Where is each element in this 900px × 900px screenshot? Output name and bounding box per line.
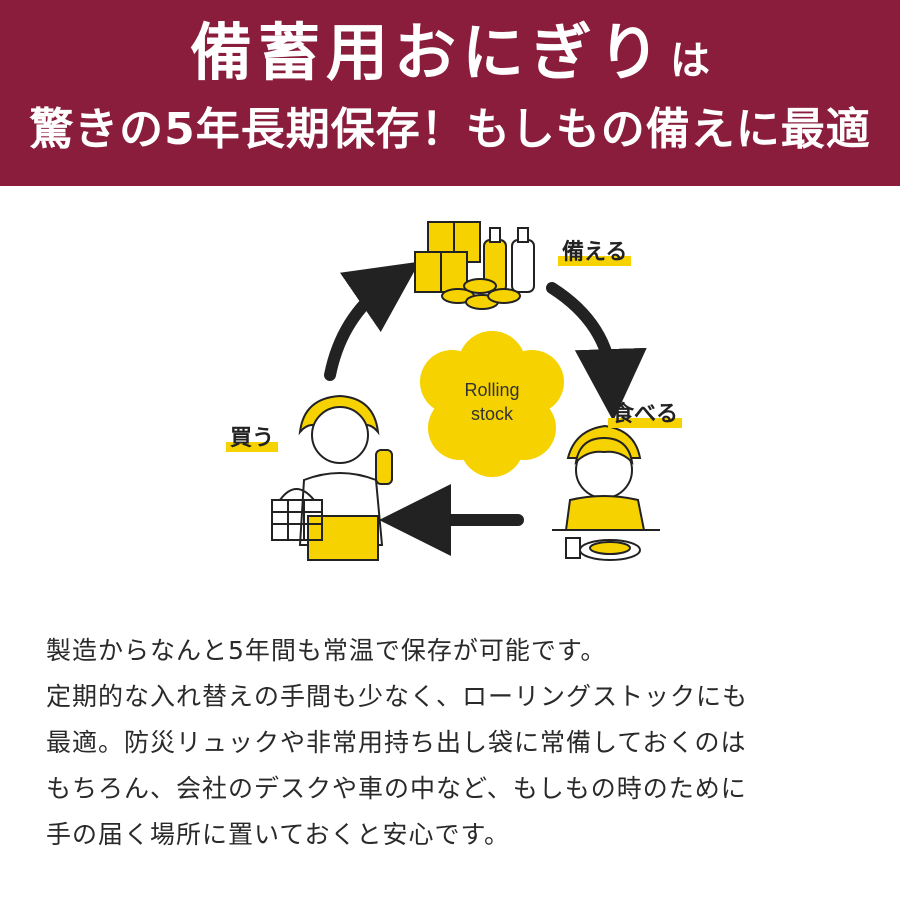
description-line: 最適。防災リュックや非常用持ち出し袋に常備しておくのは	[46, 728, 747, 757]
rolling-stock-line2: stock	[470, 404, 513, 424]
girl-eating-icon	[552, 424, 660, 561]
description-line: 手の届く場所に置いておくと安心です。	[46, 820, 511, 849]
banner-title: 備蓄用おにぎりは	[0, 22, 900, 84]
arrow-buy-to-prepare	[324, 261, 420, 381]
rolling-stock-diagram: Rolling stock 備える 食べる 買う	[200, 200, 720, 580]
header-banner: 備蓄用おにぎりは 驚きの5年長期保存！もしもの備えに最適	[0, 0, 900, 186]
rolling-stock-text: Rolling stock	[437, 378, 547, 426]
label-prepare: 備える	[558, 240, 632, 266]
description-line: 製造からなんと5年間も常温で保存が可能です。	[46, 636, 607, 665]
banner-subtitle: 驚きの5年長期保存！もしもの備えに最適	[29, 104, 871, 155]
cycle-illustration	[271, 221, 660, 561]
rolling-stock-cloud	[420, 331, 564, 477]
arrow-prepare-to-eat	[546, 282, 647, 421]
rolling-stock-line1: Rolling	[464, 380, 520, 400]
banner-title-main: 備蓄用おにぎり	[189, 16, 666, 89]
banner-title-suffix: は	[670, 37, 710, 84]
label-eat: 食べる	[608, 402, 683, 428]
description: 製造からなんと5年間も常温で保存が可能です。 定期的な入れ替えの手間も少なく、ロ…	[46, 628, 876, 858]
stockpile-icon	[414, 221, 535, 310]
woman-shopping-icon	[271, 394, 393, 561]
description-line: もちろん、会社のデスクや車の中など、もしもの時のために	[46, 774, 747, 803]
label-buy: 買う	[226, 426, 279, 452]
description-line: 定期的な入れ替えの手間も少なく、ローリングストックにも	[46, 682, 749, 711]
